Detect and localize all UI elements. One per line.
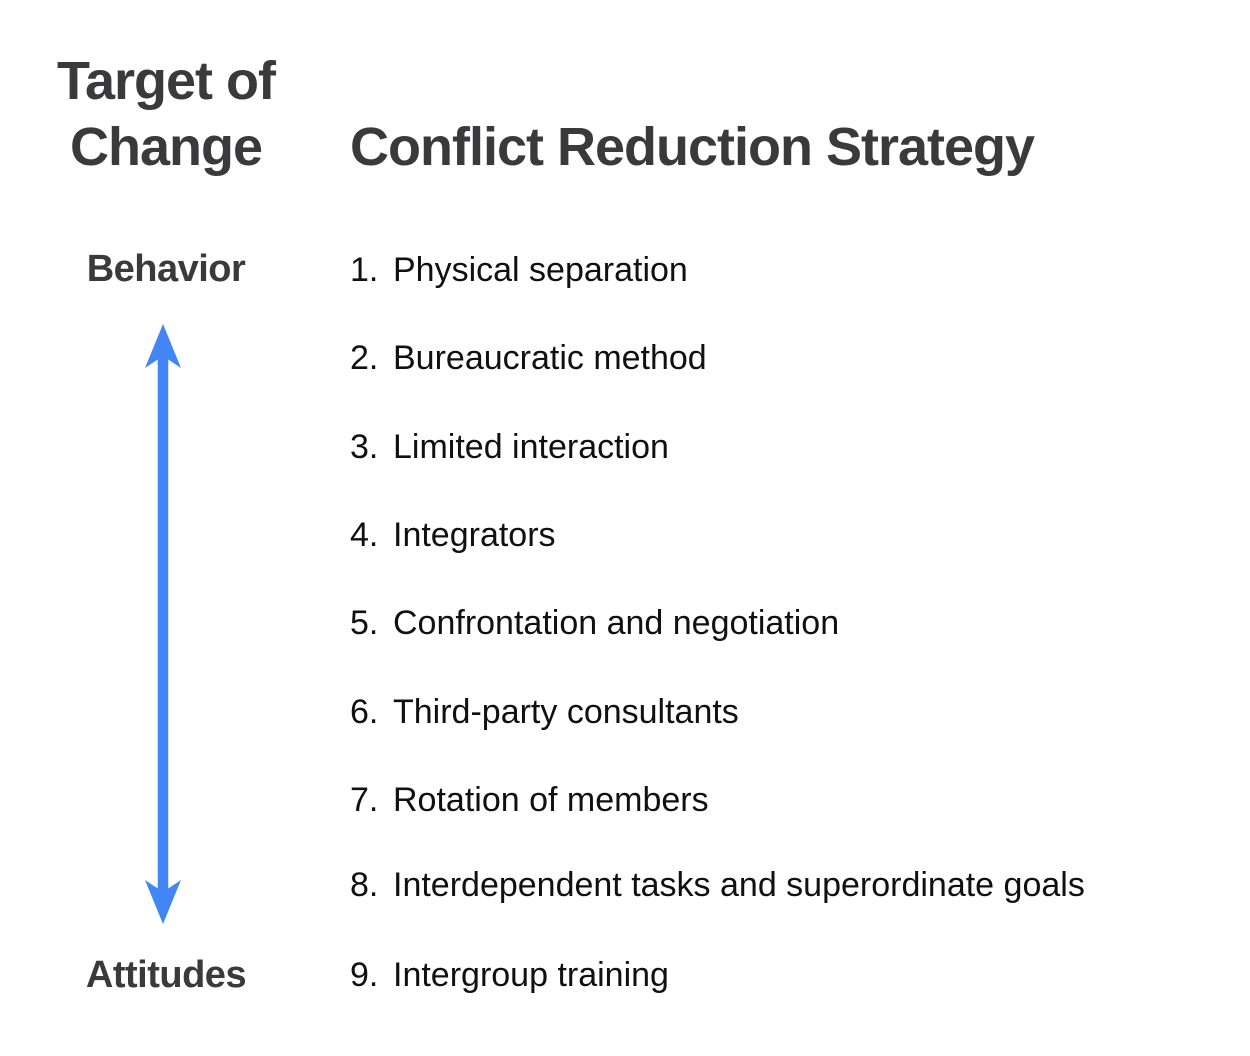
- list-item: 7. Rotation of members: [350, 778, 709, 822]
- list-item-label: Intergroup training: [393, 956, 669, 994]
- list-item: 3. Limited interaction: [350, 425, 669, 469]
- target-of-change-title-line1: Target of: [57, 51, 276, 111]
- list-item: 4. Integrators: [350, 513, 556, 557]
- list-item-label: Interdependent tasks and superordinate g…: [393, 866, 1085, 904]
- list-item-number: 6.: [350, 693, 379, 731]
- list-item-label: Confrontation and negotiation: [393, 604, 840, 642]
- list-item-number: 1.: [350, 251, 379, 289]
- list-item-label: Physical separation: [393, 251, 688, 289]
- list-item: 1. Physical separation: [350, 248, 688, 292]
- list-item-label: Limited interaction: [393, 428, 669, 466]
- conflict-reduction-strategy-title: Conflict Reduction Strategy: [350, 117, 1035, 177]
- target-of-change-title-line2: Change: [69, 117, 263, 177]
- list-item-number: 3.: [350, 428, 379, 466]
- list-item: 2. Bureaucratic method: [350, 336, 707, 380]
- list-item-label: Bureaucratic method: [393, 339, 707, 377]
- list-item: 8. Interdependent tasks and superordinat…: [350, 863, 1085, 907]
- list-item-number: 7.: [350, 781, 379, 819]
- list-item-label: Integrators: [393, 516, 556, 554]
- list-item-number: 4.: [350, 516, 379, 554]
- list-item-number: 5.: [350, 604, 379, 642]
- behavior-label: Behavior: [86, 248, 246, 290]
- list-item-number: 8.: [350, 866, 379, 904]
- list-item: 5. Confrontation and negotiation: [350, 601, 839, 645]
- vertical-double-arrow-icon: [145, 324, 181, 924]
- list-item-number: 9.: [350, 956, 379, 994]
- list-item-number: 2.: [350, 339, 379, 377]
- attitudes-label: Attitudes: [85, 954, 247, 996]
- target-of-change-title: Target of Change: [0, 48, 332, 180]
- list-item: 9. Intergroup training: [350, 953, 669, 997]
- list-item-label: Rotation of members: [393, 781, 709, 819]
- list-item: 6. Third-party consultants: [350, 690, 739, 734]
- list-item-label: Third-party consultants: [393, 693, 739, 731]
